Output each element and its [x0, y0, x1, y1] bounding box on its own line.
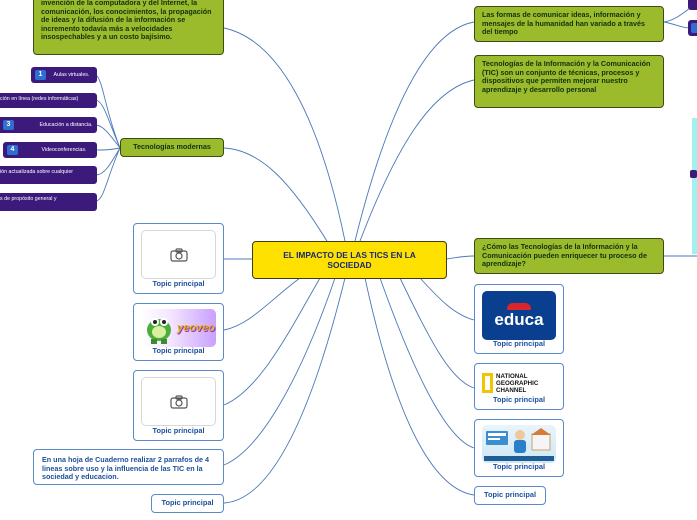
natgeo-logo-image: NATIONAL GEOGRAPHIC CHANNEL — [482, 368, 556, 398]
natgeo-frame-icon — [482, 373, 493, 393]
modern-tech-label: Tecnologías modernas — [133, 142, 211, 152]
modern-item-1[interactable]: 1 Aulas virtuales. — [31, 67, 97, 83]
modern-tech-node[interactable]: Tecnologías modernas — [120, 138, 224, 157]
right-node-text: ¿Cómo las Tecnologías de la Información … — [482, 242, 647, 269]
image-placeholder — [141, 377, 216, 426]
modern-item-5[interactable]: ión actualizada sobre cualquier — [0, 166, 97, 184]
modern-item-2[interactable]: ción en línea (redes informáticas) — [0, 93, 97, 108]
topic-camera-2[interactable]: Topic principal — [133, 370, 224, 441]
modern-item-label: ión actualizada sobre cualquier — [0, 169, 74, 175]
topic-caption: Topic principal — [152, 279, 205, 289]
offscreen-node-small[interactable] — [690, 170, 697, 178]
topic-natgeo[interactable]: NATIONAL GEOGRAPHIC CHANNEL Topic princi… — [474, 363, 564, 410]
offscreen-highlight-bar — [692, 118, 697, 254]
topic-caption: Topic principal — [492, 339, 545, 349]
central-topic[interactable]: EL IMPACTO DE LAS TICS EN LA SOCIEDAD — [252, 241, 447, 279]
right-node-communication[interactable]: Las formas de comunicar ideas, informaci… — [474, 6, 664, 42]
educa-logo-image: educa — [482, 291, 556, 340]
modern-item-6[interactable]: s de propósito general y — [0, 193, 97, 211]
topic-caption: Topic principal — [152, 426, 205, 436]
modern-item-4[interactable]: 4 Videoconferencias. — [3, 142, 97, 158]
number-badge-icon: 3 — [3, 120, 14, 130]
educa-swoosh-icon — [507, 302, 531, 310]
offscreen-node-top[interactable] — [688, 0, 697, 10]
modern-item-label: ción en línea (redes informáticas) — [0, 96, 79, 102]
camera-icon — [169, 394, 188, 409]
right-node-tic-definition[interactable]: Tecnologías de la Información y la Comun… — [474, 55, 664, 108]
assignment-text: En una hoja de Cuaderno realizar 2 parra… — [42, 455, 209, 482]
number-badge-icon: 1 — [35, 70, 46, 80]
natgeo-logo-text: NATIONAL GEOGRAPHIC CHANNEL — [496, 372, 539, 394]
topic-camera-1[interactable]: Topic principal — [133, 223, 224, 294]
modern-item-label: s de propósito general y — [0, 196, 57, 202]
topic-caption: Topic principal — [161, 498, 214, 508]
topic-technician[interactable]: Topic principal — [474, 419, 564, 477]
modern-item-3[interactable]: 3 Educación a distancia. — [0, 117, 97, 133]
right-node-text: Las formas de comunicar ideas, informaci… — [482, 10, 645, 37]
dinosaur-mascot-icon — [147, 318, 171, 344]
number-badge-icon: 4 — [7, 145, 18, 155]
topic-yeoveo[interactable]: yeoveo Topic principal — [133, 303, 224, 361]
topic-caption: Topic principal — [492, 395, 545, 405]
topic-plain-left[interactable]: Topic principal — [151, 494, 224, 513]
number-badge-icon — [691, 23, 697, 33]
educa-logo-text: educa — [494, 309, 544, 329]
technician-illustration-icon — [484, 428, 554, 461]
assignment-node[interactable]: En una hoja de Cuaderno realizar 2 parra… — [33, 449, 224, 485]
modern-item-label: Aulas virtuales. — [53, 71, 90, 78]
topic-caption: Topic principal — [152, 346, 205, 356]
offscreen-node-badge[interactable] — [688, 20, 697, 36]
right-node-question[interactable]: ¿Cómo las Tecnologías de la Información … — [474, 238, 664, 274]
central-topic-text: EL IMPACTO DE LAS TICS EN LA SOCIEDAD — [283, 250, 416, 270]
topic-educa[interactable]: educa Topic principal — [474, 284, 564, 354]
yeoveo-logo-image: yeoveo — [141, 309, 216, 347]
topic-plain-right[interactable]: Topic principal — [474, 486, 546, 505]
left-top-note[interactable]: invención de la computadora y del Intern… — [33, 0, 224, 55]
right-node-text: Tecnologías de la Información y la Comun… — [482, 59, 651, 94]
topic-caption: Topic principal — [483, 490, 536, 500]
modern-item-label: Educación a distancia. — [39, 121, 93, 128]
image-placeholder — [141, 230, 216, 279]
camera-icon — [169, 247, 188, 262]
topic-caption: Topic principal — [492, 462, 545, 472]
left-top-note-text: invención de la computadora y del Intern… — [41, 0, 212, 42]
modern-item-label: Videoconferencias. — [41, 146, 87, 153]
yeoveo-logo-text: yeoveo — [177, 321, 215, 334]
technician-illustration-image — [482, 425, 556, 463]
